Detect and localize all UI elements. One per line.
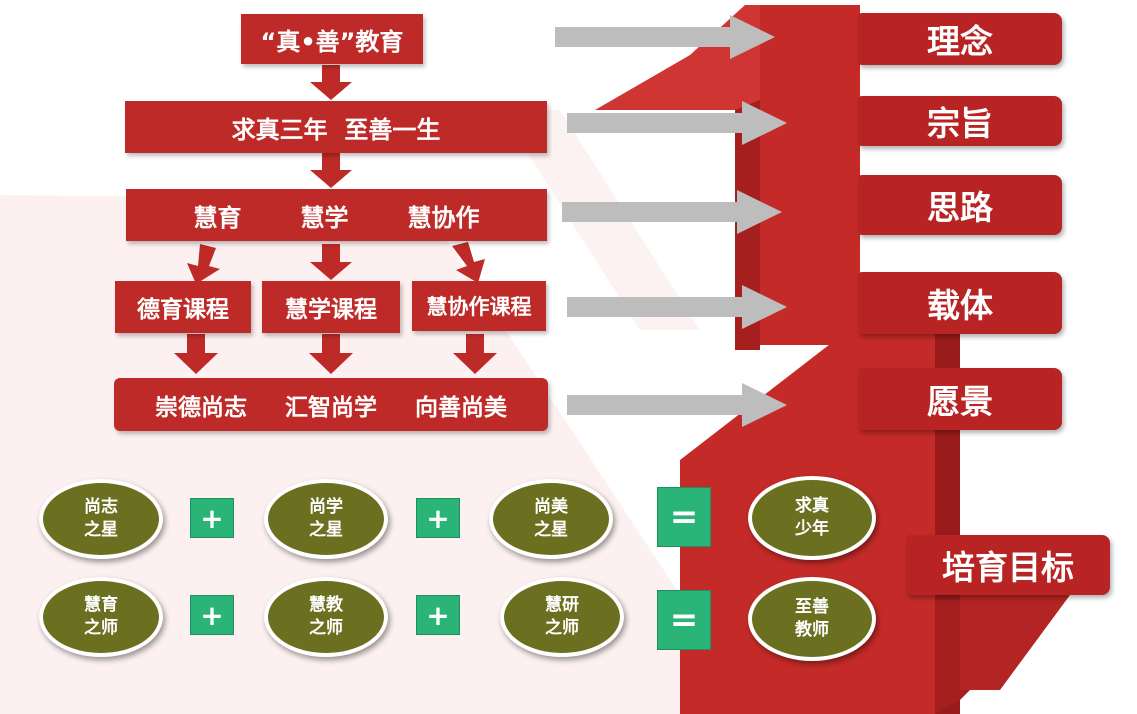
plus-sign: + — [416, 595, 460, 635]
arrow-down-2 — [310, 152, 352, 188]
label-thinking: 思路 — [858, 175, 1062, 235]
teacher-teach-circle: 慧教 之师 — [264, 577, 388, 657]
circle-line: 尚美 — [534, 497, 568, 517]
circle-line: 之星 — [534, 520, 568, 540]
circle-line: 教师 — [795, 620, 829, 640]
wisdom-nurture: 慧育 — [193, 203, 242, 232]
circle-line: 慧育 — [84, 595, 118, 615]
label-carrier-text: 载体 — [927, 286, 993, 325]
education-title: “真•善”教育 — [260, 27, 404, 56]
star-ambition-circle: 尚志 之星 — [39, 479, 163, 559]
motto-box: 求真三年 至善一生 — [125, 101, 547, 153]
truth-youth-circle: 求真 少年 — [748, 476, 876, 560]
flow-arrows — [174, 65, 497, 374]
equals-sign: = — [657, 590, 711, 650]
vision-3: 向善尚美 — [415, 394, 507, 421]
arrow-down-course-3 — [453, 334, 497, 374]
plus-sign: + — [190, 498, 234, 538]
arrow-to-vision — [567, 383, 787, 427]
course-box-moral: 德育课程 — [115, 281, 251, 333]
label-vision-text: 愿景 — [927, 382, 993, 421]
vision-box: 崇德尚志 汇智尚学 向善尚美 — [114, 378, 548, 431]
label-thinking-text: 思路 — [927, 188, 993, 227]
label-carrier: 载体 — [858, 272, 1062, 334]
circle-line: 至善 — [795, 597, 829, 617]
education-title-box: “真•善”教育 — [241, 14, 423, 64]
label-vision: 愿景 — [858, 368, 1062, 430]
circle-line: 之师 — [545, 618, 579, 638]
arrow-to-purpose — [567, 101, 787, 145]
plus-text: + — [200, 598, 224, 632]
course-collab: 慧协作课程 — [426, 295, 532, 319]
vision-1: 崇德尚志 — [155, 394, 247, 421]
arrow-to-thinking — [562, 190, 782, 234]
teacher-nurture-circle: 慧育 之师 — [39, 577, 163, 657]
label-goal-text: 培育目标 — [942, 548, 1074, 587]
course-box-learning: 慧学课程 — [262, 281, 400, 333]
red-band-mid — [760, 5, 900, 345]
circle-line: 之星 — [309, 520, 343, 540]
arrow-to-concept — [555, 15, 775, 59]
arrow-down-left — [187, 244, 220, 284]
vision-2: 汇智尚学 — [285, 394, 377, 421]
arrow-down-right — [452, 242, 485, 283]
gray-arrows — [555, 15, 787, 427]
arrow-down-course-2 — [309, 334, 353, 374]
label-purpose-text: 宗旨 — [927, 104, 993, 143]
label-goal: 培育目标 — [906, 535, 1110, 595]
plus-text: + — [200, 501, 224, 535]
motto-text: 求真三年 至善一生 — [231, 115, 441, 144]
equals-text: = — [669, 600, 699, 640]
good-teacher-circle: 至善 教师 — [748, 577, 876, 661]
arrow-down-course-1 — [174, 334, 218, 374]
circle-line: 之师 — [84, 618, 118, 638]
circle-line: 尚学 — [309, 497, 343, 517]
circle-line: 慧研 — [545, 595, 579, 615]
circle-line: 少年 — [795, 519, 829, 539]
circle-line: 求真 — [795, 496, 829, 516]
star-learning-circle: 尚学 之星 — [264, 479, 388, 559]
label-concept-text: 理念 — [927, 22, 993, 61]
wisdom-box: 慧育 慧学 慧协作 — [126, 189, 547, 241]
plus-text: + — [426, 598, 450, 632]
red-band-right — [960, 595, 1070, 690]
equals-text: = — [669, 497, 699, 537]
course-moral: 德育课程 — [137, 297, 229, 323]
label-concept: 理念 — [858, 13, 1062, 65]
circle-line: 尚志 — [84, 497, 118, 517]
course-box-collab: 慧协作课程 — [412, 281, 546, 331]
arrow-down-mid — [310, 244, 352, 280]
arrow-down-1 — [310, 65, 352, 100]
wisdom-collab: 慧协作 — [407, 203, 480, 232]
circle-line: 之师 — [309, 618, 343, 638]
star-beauty-circle: 尚美 之星 — [489, 479, 613, 559]
plus-sign: + — [416, 498, 460, 538]
equals-sign: = — [657, 487, 711, 547]
wisdom-learn: 慧学 — [300, 203, 349, 232]
course-learning: 慧学课程 — [285, 297, 377, 323]
plus-text: + — [426, 501, 450, 535]
plus-sign: + — [190, 595, 234, 635]
label-purpose: 宗旨 — [858, 96, 1062, 146]
teacher-research-circle: 慧研 之师 — [500, 577, 624, 657]
arrow-to-carrier — [567, 285, 787, 329]
circle-line: 慧教 — [309, 595, 343, 615]
circle-line: 之星 — [84, 520, 118, 540]
red-band-top — [595, 5, 760, 350]
